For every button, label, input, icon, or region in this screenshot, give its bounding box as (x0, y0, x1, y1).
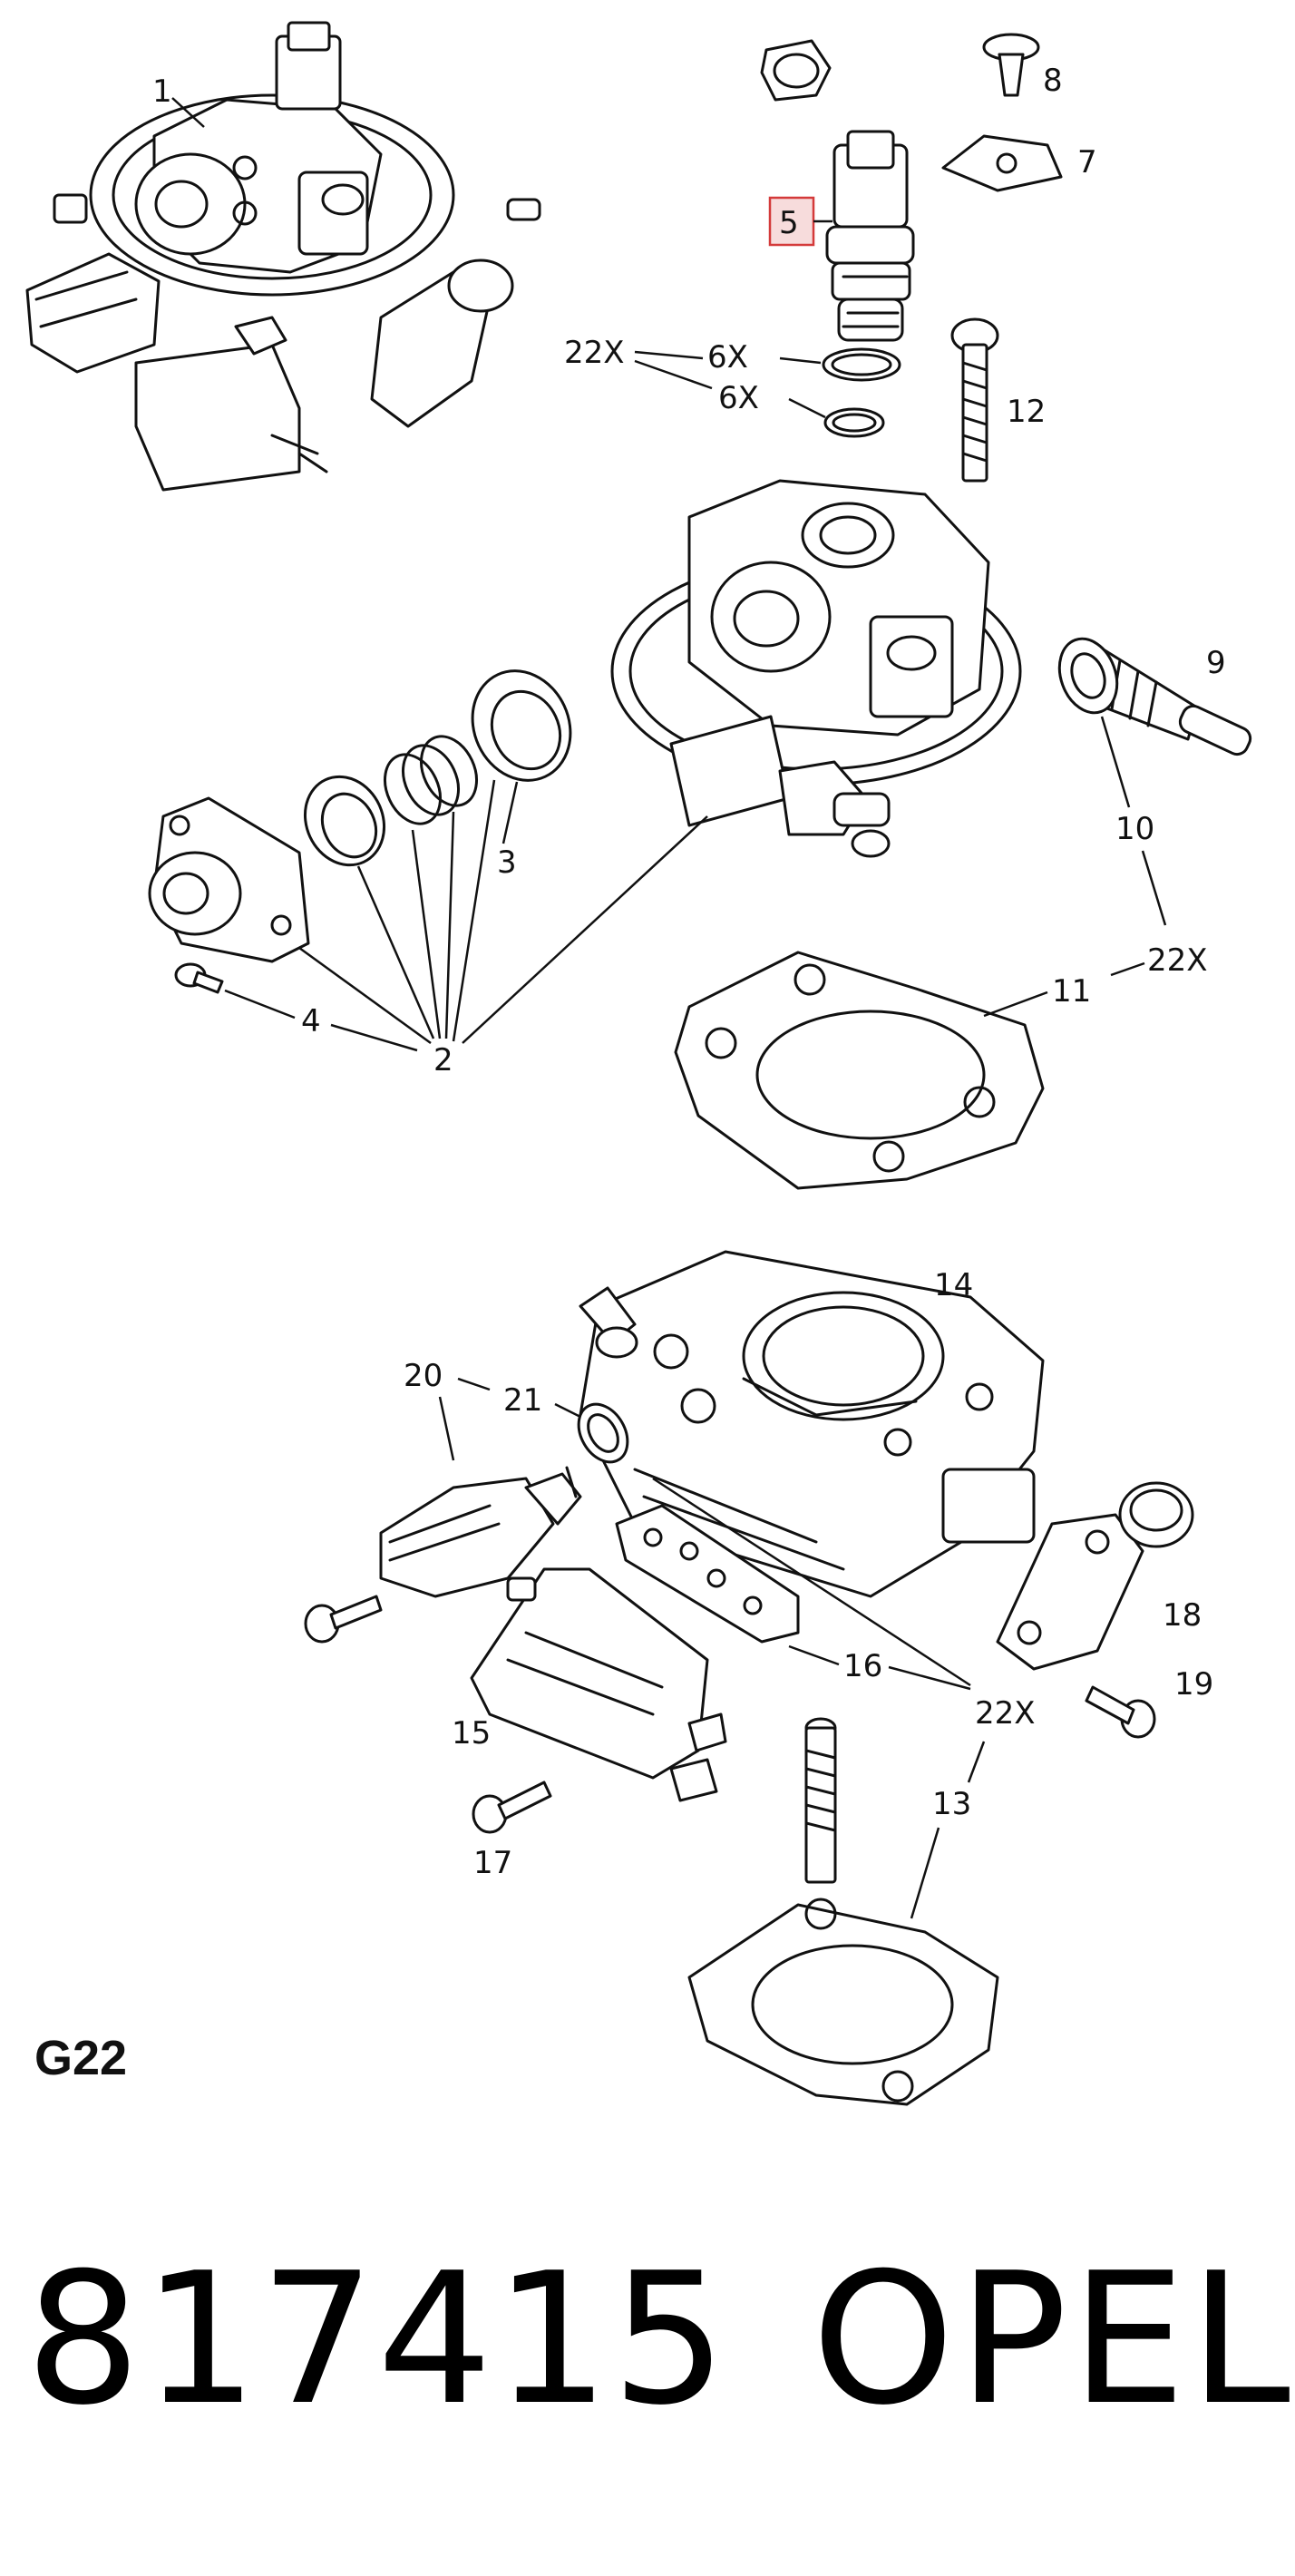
part-6-o-rings (822, 347, 901, 438)
part-1-throttle-body-assembly (25, 21, 541, 492)
callout-4: 4 (301, 1003, 321, 1039)
part-16-gasket (615, 1504, 800, 1644)
part-17-screw (472, 1781, 552, 1834)
callout-6x-b: 6X (718, 380, 759, 416)
part-10-seal (1057, 637, 1119, 715)
callout-3: 3 (497, 844, 517, 881)
callout-17: 17 (473, 1845, 512, 1881)
callout-19: 19 (1174, 1666, 1213, 1703)
part-19-screw (1085, 1685, 1156, 1739)
part-nut (760, 39, 832, 102)
part-18-sensor (996, 1481, 1194, 1671)
callout-2: 2 (433, 1042, 453, 1078)
highlight-box-5 (768, 196, 815, 247)
part-11-gasket (674, 951, 1045, 1190)
part-4-screw (174, 962, 224, 994)
callout-10: 10 (1115, 811, 1154, 847)
part-screw-left (304, 1595, 383, 1644)
part-2-cup (303, 775, 386, 867)
callout-8: 8 (1043, 63, 1063, 99)
callout-9: 9 (1206, 645, 1226, 681)
part-stud (804, 1717, 837, 1884)
callout-1: 1 (152, 73, 172, 110)
part-7-bracket (941, 134, 1063, 192)
callout-5: 5 (779, 205, 799, 241)
callout-7: 7 (1077, 144, 1097, 181)
part-21-o-ring (577, 1402, 629, 1464)
part-8-screw (982, 33, 1040, 97)
part-5-injector (825, 130, 915, 342)
callout-16: 16 (843, 1648, 882, 1684)
callout-22x-low: 22X (975, 1695, 1036, 1732)
part-upper-housing (610, 479, 1022, 858)
callout-21: 21 (503, 1382, 542, 1419)
callout-6x-a: 6X (707, 339, 748, 376)
brand-name: OPEL (812, 2234, 1294, 2445)
part-14-lower-housing (579, 1250, 1045, 1598)
group-code-label: G22 (34, 2031, 128, 2085)
callout-22x-mid: 22X (1147, 942, 1208, 979)
part-3-diaphragm (471, 669, 572, 782)
callout-22x-top: 22X (564, 335, 625, 371)
callout-13: 13 (932, 1786, 971, 1822)
callout-18: 18 (1163, 1597, 1202, 1634)
callout-11: 11 (1052, 973, 1091, 1010)
part-number: 817415 (25, 2234, 729, 2445)
callout-14: 14 (934, 1267, 973, 1303)
part-15-actuator (470, 1567, 727, 1802)
part-20-stepper-motor (379, 1466, 582, 1598)
callout-20: 20 (404, 1358, 443, 1394)
callout-12: 12 (1007, 394, 1046, 430)
callout-15: 15 (452, 1715, 491, 1751)
part-2-spring (384, 735, 478, 825)
part-diaphragm-housing (148, 796, 310, 963)
part-12-bolt (950, 317, 999, 483)
part-13-gasket (687, 1898, 999, 2106)
